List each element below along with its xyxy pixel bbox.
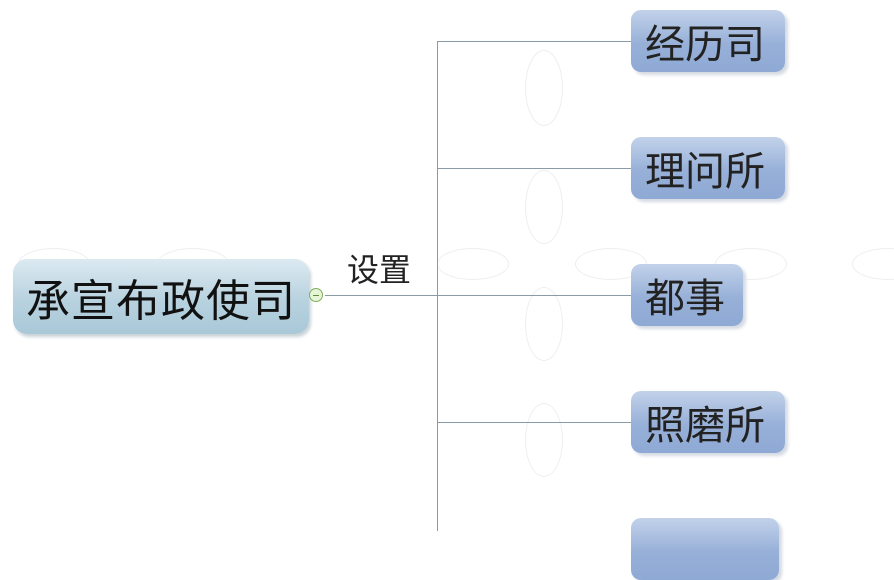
ghost-shape xyxy=(525,287,563,361)
child-topic-label: 都事 xyxy=(645,276,725,322)
child-topic-partial[interactable] xyxy=(631,518,779,580)
collapse-toggle-icon[interactable] xyxy=(309,288,323,302)
branch-label: 设置 xyxy=(347,251,412,289)
child-topic-label: 经历司 xyxy=(645,22,765,68)
child-topic-label: 照磨所 xyxy=(645,403,765,449)
connector-branch xyxy=(437,422,633,423)
child-topic-label: 理问所 xyxy=(645,149,765,195)
connector-branch xyxy=(437,41,633,42)
child-topic[interactable]: 都事 xyxy=(631,264,743,326)
ghost-shape xyxy=(525,50,563,126)
ghost-shape xyxy=(852,248,894,280)
ghost-shape xyxy=(525,170,563,244)
child-topic[interactable]: 经历司 xyxy=(631,10,785,72)
connector-vertical xyxy=(437,41,438,531)
child-topic[interactable]: 照磨所 xyxy=(631,391,785,453)
ghost-shape xyxy=(437,248,509,280)
root-topic[interactable]: 承宣布政使司 xyxy=(13,259,309,334)
connector-trunk xyxy=(325,295,437,296)
child-topic[interactable]: 理问所 xyxy=(631,137,785,199)
connector-branch xyxy=(437,295,633,296)
root-topic-label: 承宣布政使司 xyxy=(26,275,296,327)
connector-branch xyxy=(437,168,633,169)
ghost-shape xyxy=(525,403,563,477)
